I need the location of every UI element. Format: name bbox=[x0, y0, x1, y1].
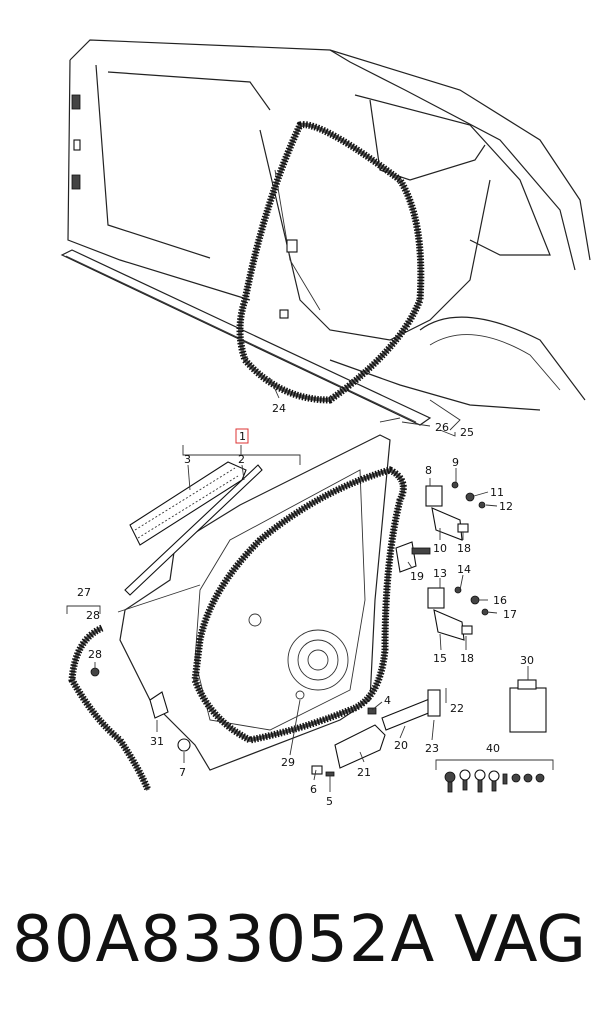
callout-1-highlight bbox=[235, 428, 249, 444]
callout-40[interactable]: 40 bbox=[486, 742, 500, 755]
fastener-set-40 bbox=[444, 769, 545, 793]
door-seal bbox=[191, 466, 407, 744]
callout-1[interactable]: 1 bbox=[239, 430, 246, 443]
callout-3[interactable]: 3 bbox=[184, 453, 191, 466]
callout-16[interactable]: 16 bbox=[493, 594, 507, 607]
parts-diagram: 1 2 3 4 5 6 7 8 9 10 11 12 13 14 15 16 1… bbox=[60, 39, 591, 808]
callout-7[interactable]: 7 bbox=[179, 766, 186, 779]
callout-9[interactable]: 9 bbox=[452, 456, 459, 469]
callout-14[interactable]: 14 bbox=[457, 563, 471, 576]
leader-lines bbox=[66, 377, 554, 792]
callout-labels: 1 2 3 4 5 6 7 8 9 10 11 12 13 14 15 16 1… bbox=[77, 402, 534, 808]
clip-28 bbox=[90, 667, 100, 677]
callout-30[interactable]: 30 bbox=[520, 654, 534, 667]
lower-hinge bbox=[427, 586, 489, 641]
trim-panel bbox=[129, 461, 247, 546]
grommet-7 bbox=[177, 738, 191, 752]
car-body-side bbox=[67, 39, 591, 431]
door-shell bbox=[117, 434, 391, 771]
callout-6[interactable]: 6 bbox=[310, 783, 317, 796]
callout-2[interactable]: 2 bbox=[238, 453, 245, 466]
callout-8[interactable]: 8 bbox=[425, 464, 432, 477]
part-number: 80A833052A bbox=[12, 903, 436, 977]
callout-29[interactable]: 29 bbox=[281, 756, 295, 769]
brand-name: VAG bbox=[454, 903, 586, 977]
callout-5[interactable]: 5 bbox=[326, 795, 333, 808]
door-opening-seal bbox=[236, 121, 425, 404]
callout-15[interactable]: 15 bbox=[433, 652, 447, 665]
cover-21 bbox=[334, 724, 386, 769]
callout-28-clip[interactable]: 28 bbox=[88, 648, 102, 661]
callout-4[interactable]: 4 bbox=[384, 694, 391, 707]
bottle-30 bbox=[509, 679, 547, 733]
cap-31 bbox=[149, 691, 169, 719]
callout-18-lower[interactable]: 18 bbox=[460, 652, 474, 665]
callout-31[interactable]: 31 bbox=[150, 735, 164, 748]
lock-striker-19 bbox=[395, 541, 431, 573]
callout-18-upper[interactable]: 18 bbox=[457, 542, 471, 555]
screw-5 bbox=[325, 771, 335, 777]
callout-26[interactable]: 26 bbox=[435, 421, 449, 434]
callout-10[interactable]: 10 bbox=[433, 542, 447, 555]
bolt-6 bbox=[311, 765, 323, 775]
callout-12[interactable]: 12 bbox=[499, 500, 513, 513]
callout-27[interactable]: 27 bbox=[77, 586, 91, 599]
edge-seal bbox=[68, 624, 152, 792]
callout-20[interactable]: 20 bbox=[394, 739, 408, 752]
callout-13[interactable]: 13 bbox=[433, 567, 447, 580]
callout-24[interactable]: 24 bbox=[272, 402, 286, 415]
trim-strip bbox=[124, 464, 263, 596]
callout-11[interactable]: 11 bbox=[490, 486, 504, 499]
callout-23[interactable]: 23 bbox=[425, 742, 439, 755]
check-strap-20 bbox=[381, 689, 441, 731]
bolt-4 bbox=[367, 707, 377, 715]
callout-22[interactable]: 22 bbox=[450, 702, 464, 715]
callout-28-top[interactable]: 28 bbox=[86, 609, 100, 622]
callout-25[interactable]: 25 bbox=[460, 426, 474, 439]
upper-hinge bbox=[425, 481, 486, 541]
callout-17[interactable]: 17 bbox=[503, 608, 517, 621]
callout-19[interactable]: 19 bbox=[410, 570, 424, 583]
callout-21[interactable]: 21 bbox=[357, 766, 371, 779]
footer: 80A833052A VAG bbox=[0, 895, 600, 985]
